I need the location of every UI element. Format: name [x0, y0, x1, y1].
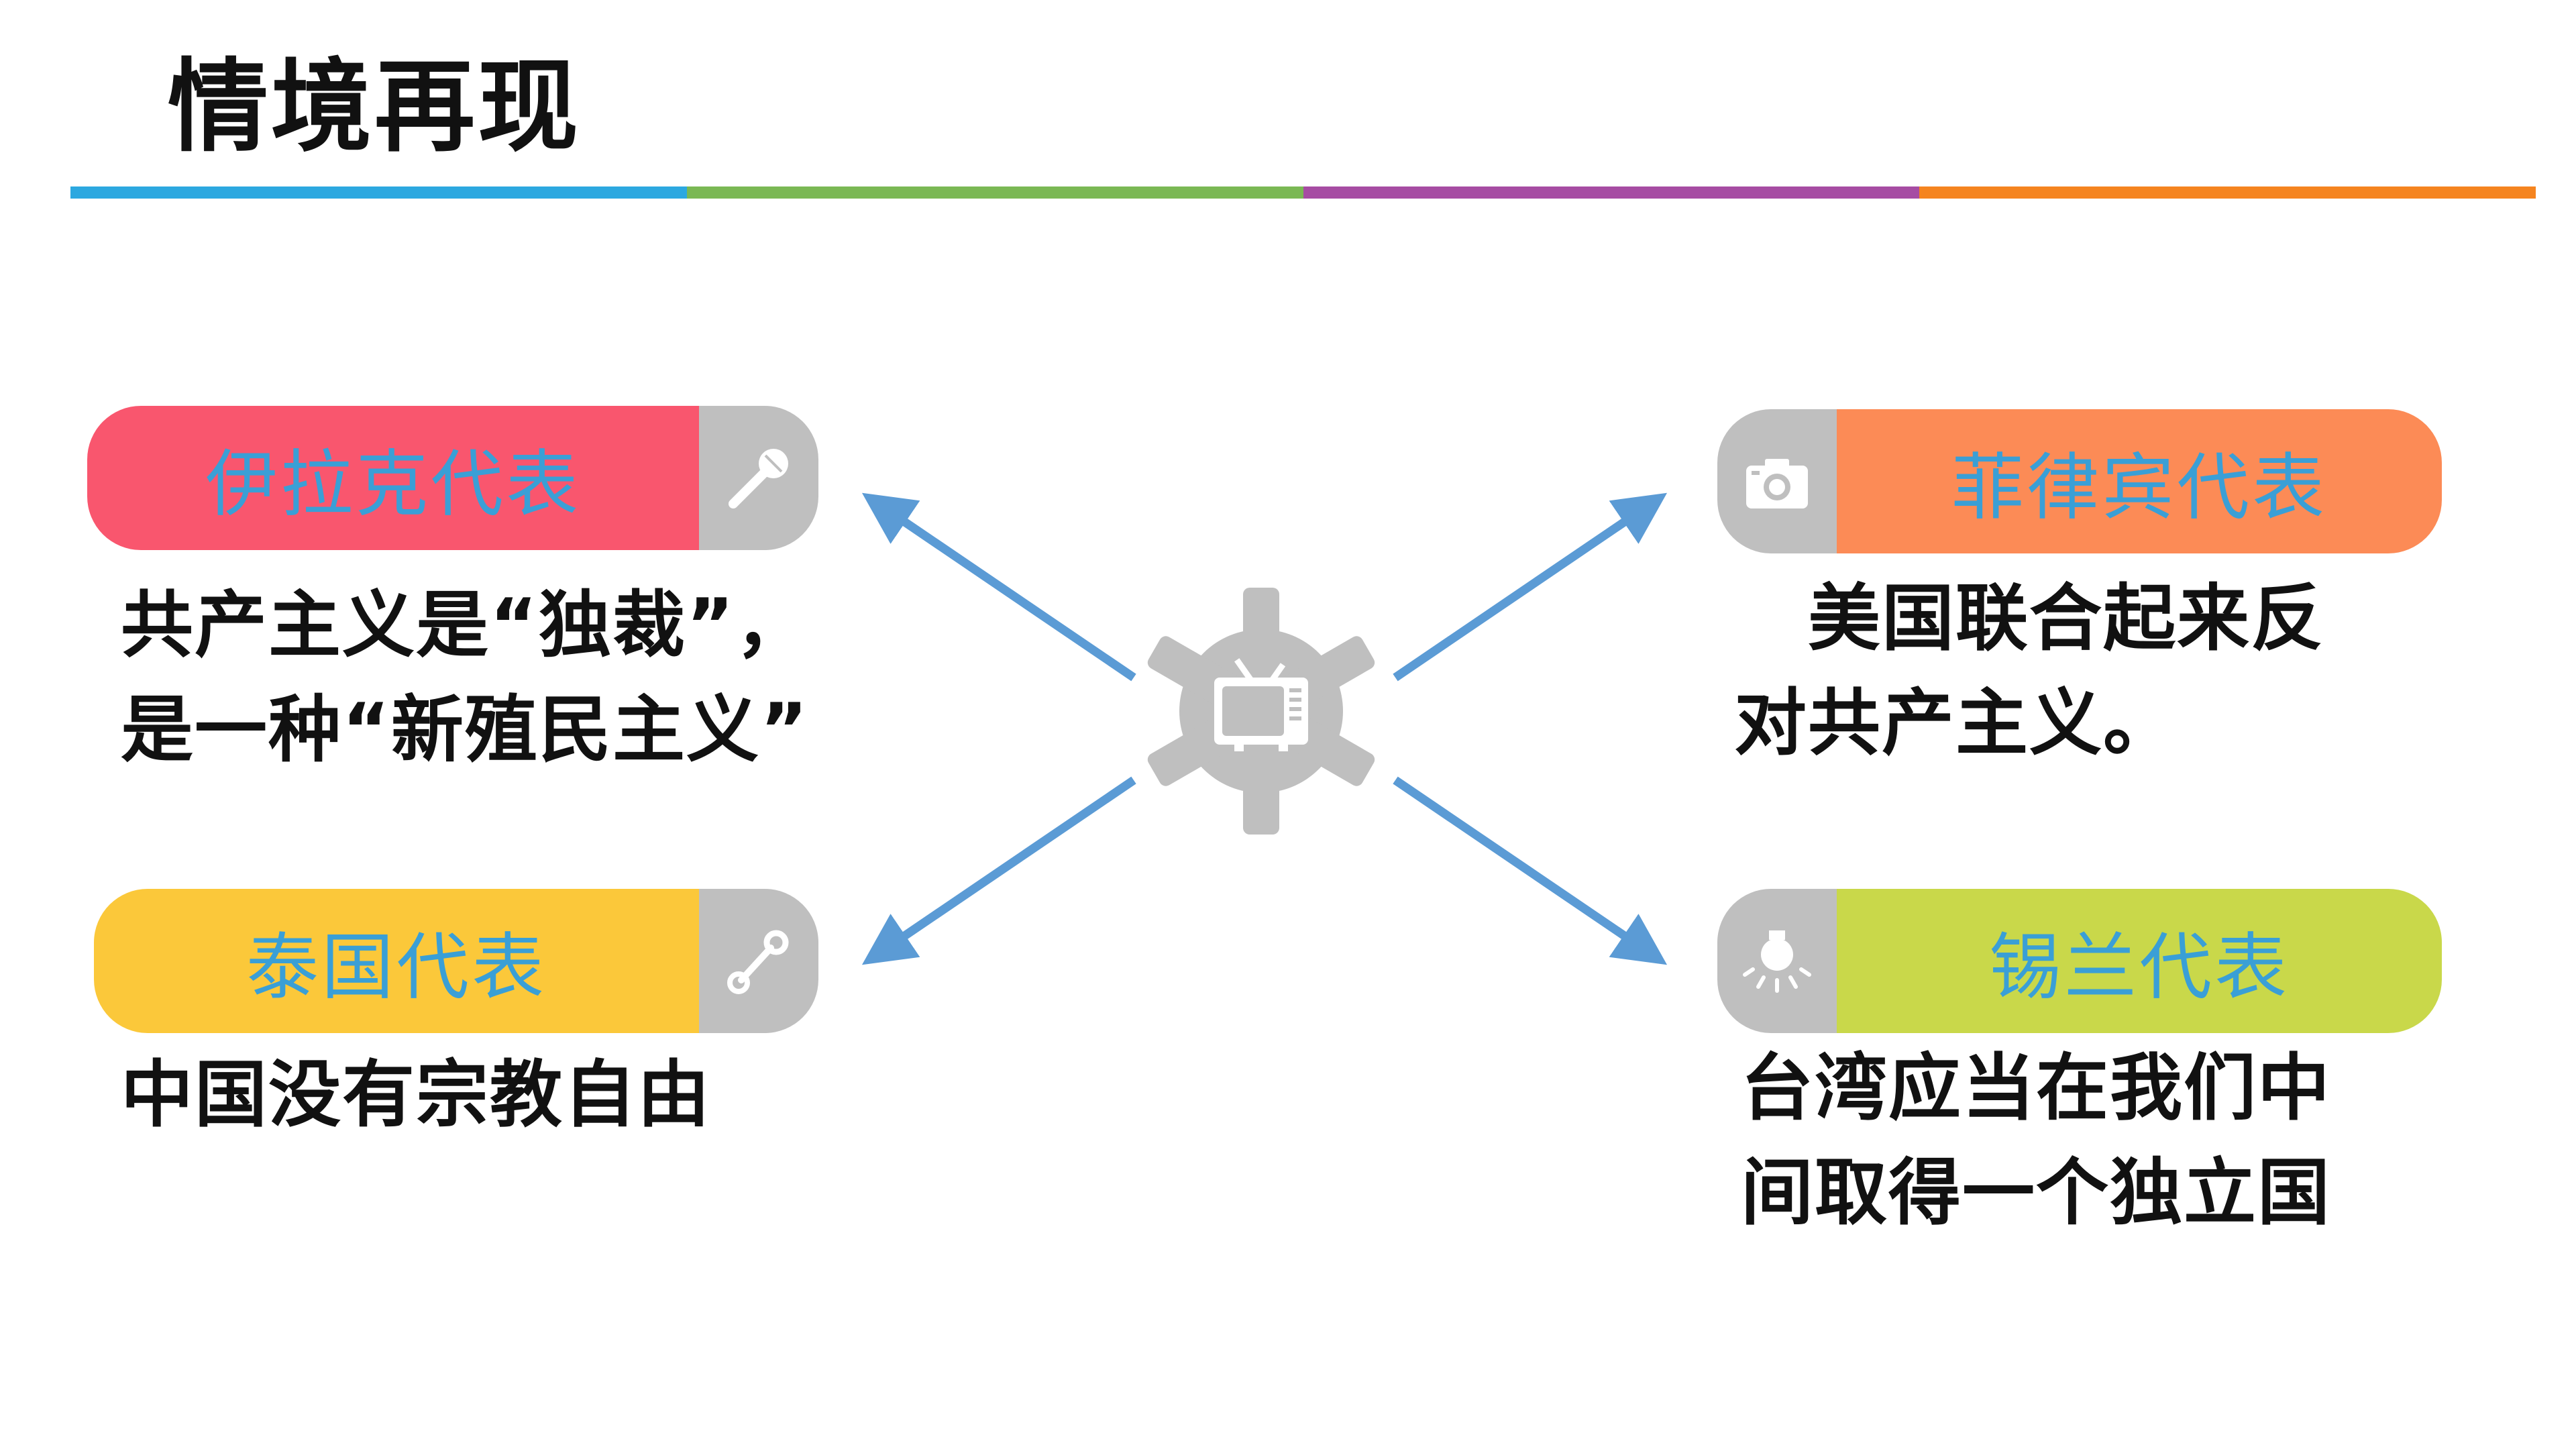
card-thailand-label: 泰国代表 — [94, 889, 699, 1033]
card-ceylon-label: 锡兰代表 — [1837, 889, 2442, 1033]
card-thailand-header: 泰国代表 — [94, 889, 818, 1033]
card-ceylon-text: 台湾应当在我们中 间取得一个独立国 — [1741, 1036, 2331, 1246]
camera-icon — [1717, 409, 1837, 553]
text-line: 是一种“新殖民主义” — [121, 688, 809, 772]
divider-segment-purple — [1303, 186, 1920, 199]
divider-segment-orange — [1919, 186, 2536, 199]
text-line: 台湾应当在我们中 — [1741, 1046, 2332, 1130]
card-iraq-text: 共产主义是“独裁”， 是一种“新殖民主义” — [121, 574, 809, 783]
title-divider — [70, 186, 2536, 199]
divider-segment-blue — [70, 186, 687, 199]
card-thailand-text: 中国没有宗教自由 — [121, 1043, 711, 1148]
text-line: 对共产主义。 — [1734, 682, 2178, 765]
lightbulb-icon — [1717, 889, 1837, 1033]
arrow-to-ceylon — [1393, 776, 1668, 965]
card-iraq-header: 伊拉克代表 — [87, 406, 818, 550]
arrow-to-iraq — [861, 492, 1136, 682]
text-line: 中国没有宗教自由 — [121, 1053, 712, 1137]
arrow-to-thailand — [861, 776, 1136, 965]
text-line: 美国联合起来反 — [1808, 577, 2325, 661]
card-philippines-text: 美国联合起来反 对共产主义。 — [1734, 567, 2324, 776]
divider-segment-green — [686, 186, 1303, 199]
arrow-to-philippines — [1393, 492, 1668, 682]
gear-tv-icon — [1147, 588, 1375, 835]
text-line: 间取得一个独立国 — [1741, 1151, 2332, 1235]
card-philippines-header: 菲律宾代表 — [1717, 409, 2442, 553]
microphone-icon — [699, 406, 818, 550]
card-iraq-label: 伊拉克代表 — [87, 406, 699, 550]
card-ceylon-header: 锡兰代表 — [1717, 889, 2442, 1033]
wrench-icon — [699, 889, 818, 1033]
page-title: 情境再现 — [168, 49, 582, 166]
text-line: 共产主义是“独裁”， — [121, 584, 809, 667]
card-philippines-label: 菲律宾代表 — [1837, 409, 2442, 553]
